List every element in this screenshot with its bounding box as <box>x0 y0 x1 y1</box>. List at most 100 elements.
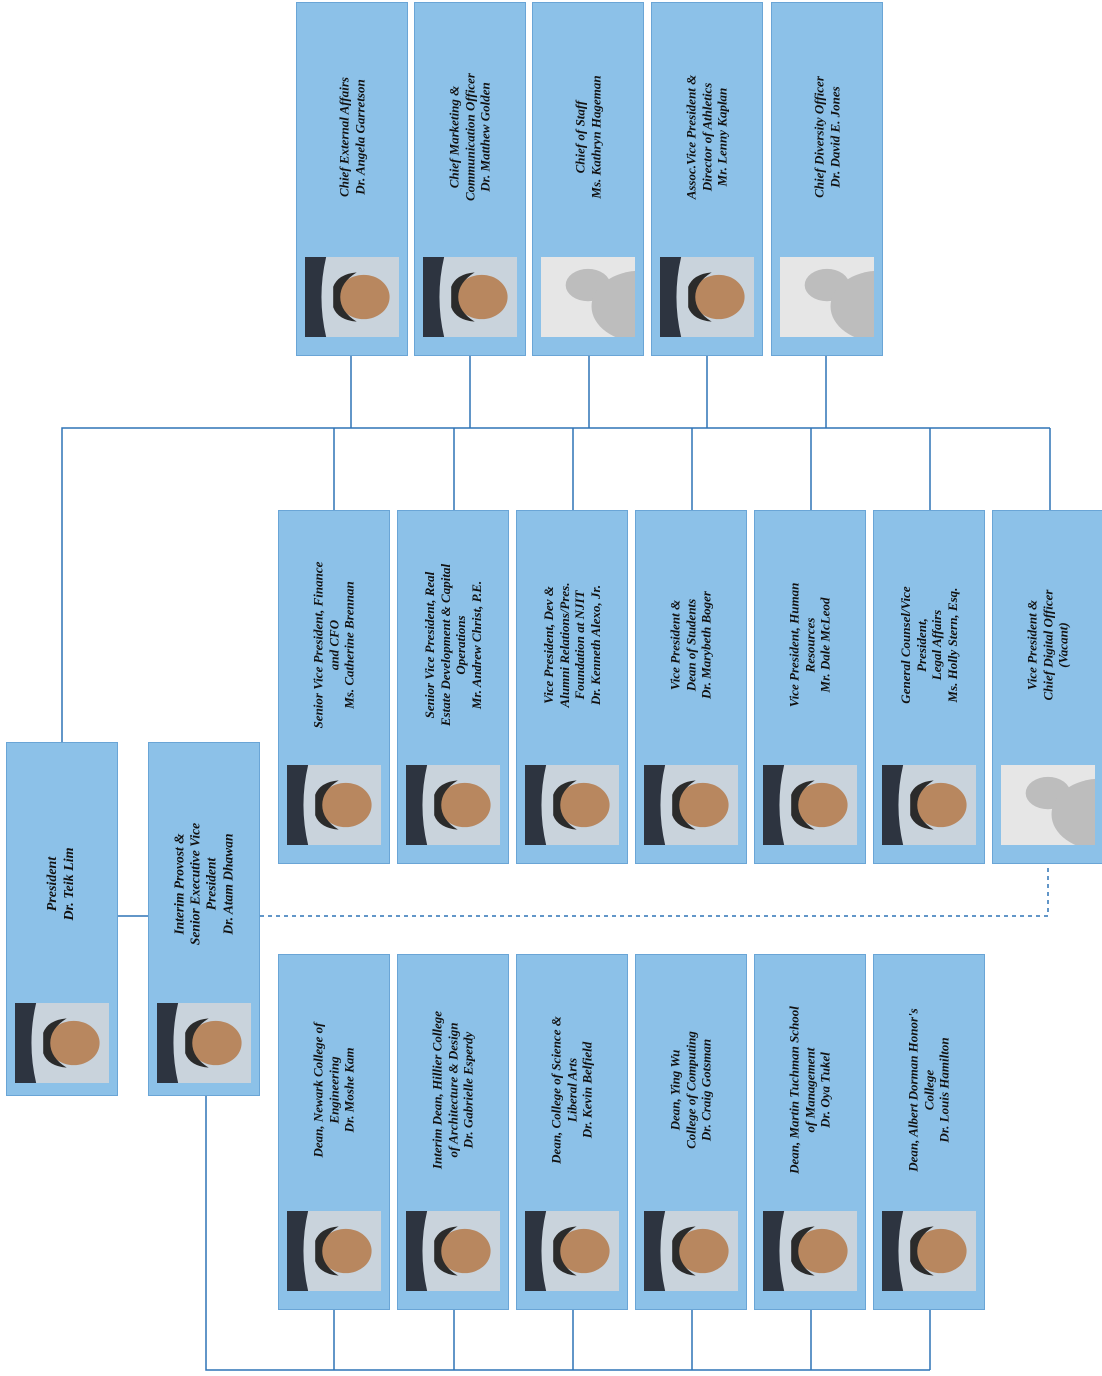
title-line: Chief of Staff <box>572 100 588 174</box>
title-line: Dean, Newark College of <box>310 1021 326 1158</box>
portrait-photo <box>763 765 857 845</box>
title-line: Chief Marketing & <box>446 85 462 189</box>
title-line: Mr. Andrew Christ, P.E. <box>468 580 484 709</box>
title-line: Dr. Teik Lim <box>62 847 77 921</box>
title-line: President <box>204 857 219 911</box>
title-line: Mr. Dale McLeod <box>817 597 833 693</box>
title-line: Mr. Lenny Kaplan <box>714 87 730 187</box>
title-line: Dean, College of Science & <box>548 1015 564 1164</box>
portrait-photo <box>644 1211 738 1291</box>
title-line: Senior Vice President, Finance <box>310 561 326 729</box>
title-line: Senior Vice President, Real <box>421 571 437 719</box>
portrait-photo <box>882 1211 976 1291</box>
title-line: Dr. Moshe Kam <box>341 1047 357 1132</box>
portrait-photo <box>660 257 754 337</box>
title-line: Alumni Relations/Pres. <box>556 582 572 708</box>
title-line: Chief External Affairs <box>336 76 352 197</box>
title-line: Ms. Kathryn Hageman <box>588 75 603 199</box>
title-line: President <box>45 856 61 912</box>
title-line: College <box>921 1069 937 1110</box>
title-line: of Management <box>802 1047 818 1132</box>
title-line: of Architecture & Design <box>445 1022 461 1157</box>
title-line: President, <box>913 617 929 672</box>
title-line: Vice President & <box>1024 599 1040 690</box>
title-line: Dr. David E. Jones <box>827 86 842 188</box>
avatar-placeholder-icon <box>780 257 874 337</box>
title-line: College of Computing <box>683 1030 699 1149</box>
position-title: Vice President, Dev &Alumni Relations/Pr… <box>541 582 603 707</box>
vp-box-3: Vice President, Dev &Alumni Relations/Pr… <box>516 510 628 864</box>
portrait-photo <box>287 1211 381 1291</box>
portrait-photo <box>305 257 399 337</box>
title-line: and CFO <box>326 619 342 670</box>
title-line: Communication Officer <box>462 72 478 201</box>
portrait-photo <box>406 765 500 845</box>
title-line: Dr. Gabrielle Esperdy <box>460 1031 476 1148</box>
title-line: Dr. Oya Tukel <box>817 1051 833 1128</box>
title-line: Resources <box>802 617 818 673</box>
title-line: (Vacant) <box>1055 622 1071 668</box>
title-line: Vice President & <box>667 599 683 690</box>
title-line: Dr. Angela Garretson <box>352 79 367 195</box>
title-line: Ms. Catherine Brennan <box>341 581 357 709</box>
avatar-placeholder-icon <box>541 257 635 337</box>
title-line: Dr. Kenneth Alexo, Jr. <box>587 584 603 705</box>
title-line: Dr. Louis Hamilton <box>936 1036 952 1143</box>
title-line: Assoc.Vice President & <box>683 74 699 200</box>
title-line: Dr. Atam Dhawan <box>220 833 236 935</box>
portrait-photo <box>763 1211 857 1291</box>
portrait-photo <box>157 1003 251 1083</box>
title-line: Vice President, Dev & <box>540 585 556 704</box>
portrait-photo <box>525 1211 619 1291</box>
portrait-photo <box>406 1211 500 1291</box>
title-line: Director of Athletics <box>699 82 715 192</box>
title-line: Dr. Kevin Belfield <box>579 1041 595 1138</box>
portrait-photo <box>423 257 517 337</box>
top-row-box-4: Assoc.Vice President &Director of Athlet… <box>651 2 763 356</box>
title-line: Dr. Craig Gotsman <box>698 1038 714 1141</box>
title-line: Legal Affairs <box>929 609 944 680</box>
portrait-photo <box>287 765 381 845</box>
title-line: Vice President, Human <box>786 582 802 708</box>
title-line: Chief Diversity Officer <box>811 75 827 198</box>
title-line: Interim Provost & <box>171 833 187 935</box>
portrait-photo <box>525 765 619 845</box>
title-line: Foundation at NJIT <box>572 590 587 700</box>
vp-box-7: Vice President &Chief Digital Officer(Va… <box>992 510 1102 864</box>
title-line: Senior Executive Vice <box>187 822 203 945</box>
position-title: Assoc.Vice President &Director of Athlet… <box>684 74 731 199</box>
avatar-placeholder-icon <box>1001 765 1095 845</box>
title-line: Dean, Albert Dorman Honor's <box>905 1007 921 1172</box>
title-line: General Counsel/Vice <box>897 586 913 704</box>
title-line: Liberal Arts <box>564 1057 580 1122</box>
position-title: Vice President &Chief Digital Officer(Va… <box>1025 589 1072 700</box>
title-line: Chief Digital Officer <box>1040 589 1056 701</box>
title-line: Dean of Students <box>683 598 699 691</box>
